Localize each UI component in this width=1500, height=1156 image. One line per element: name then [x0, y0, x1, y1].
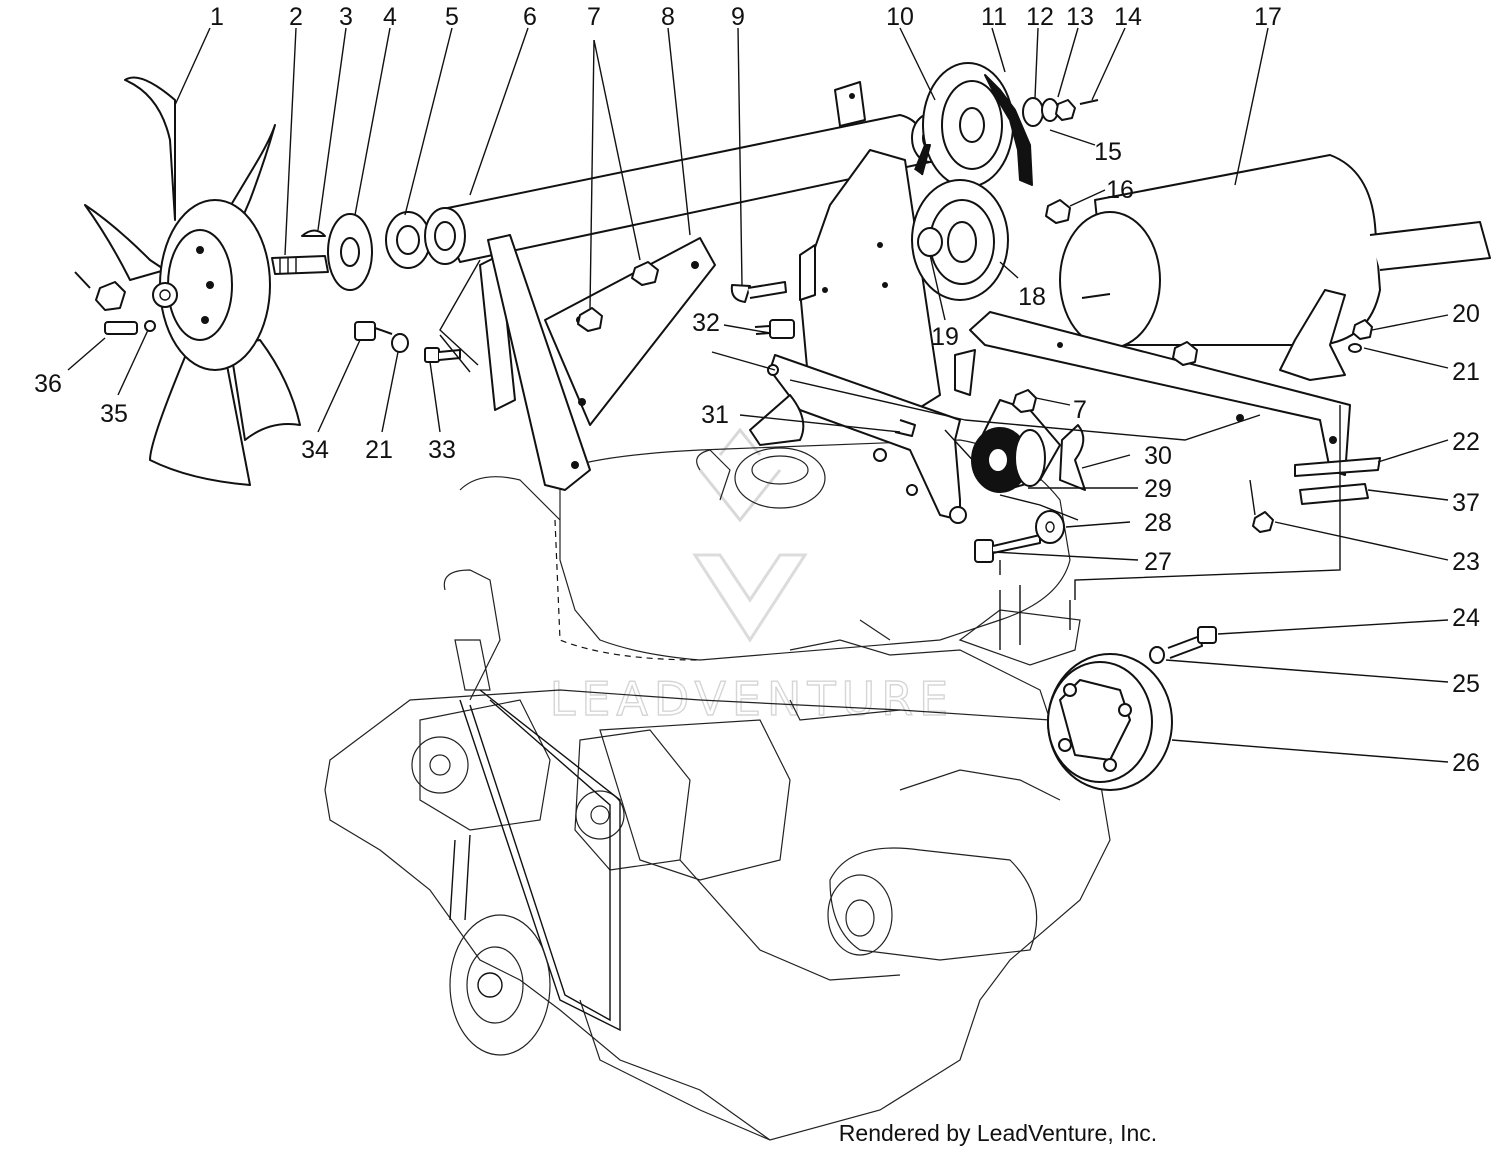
callout-21-right: 21: [1452, 358, 1480, 386]
leadventure-watermark: LEADVENTURE: [549, 427, 955, 727]
watermark-text: LEADVENTURE: [550, 672, 955, 726]
callout-labels: 1 2 3 4 5 6 7 8 9 10 11 12 13 14 17 15 1…: [34, 3, 1480, 777]
engine-assembly: [324, 439, 1111, 1141]
callout-37: 37: [1452, 489, 1480, 517]
callout-5: 5: [445, 3, 459, 31]
callout-6: 6: [523, 3, 537, 31]
callout-12: 12: [1026, 3, 1054, 31]
fan-hardware: [74, 271, 156, 335]
muffler-assembly: [954, 154, 1491, 533]
callout-22: 22: [1452, 428, 1480, 456]
callout-34: 34: [301, 436, 329, 464]
callout-7-top: 7: [587, 3, 601, 31]
callout-36: 36: [34, 370, 62, 398]
callout-24: 24: [1452, 604, 1480, 632]
callout-20: 20: [1452, 300, 1480, 328]
callout-13: 13: [1066, 3, 1094, 31]
callout-17: 17: [1254, 3, 1282, 31]
callout-18: 18: [1018, 283, 1046, 311]
callout-30: 30: [1144, 442, 1172, 470]
callout-1: 1: [210, 3, 224, 31]
central-support-frame: [749, 149, 967, 524]
bolts-and-washers: [354, 281, 795, 363]
callout-19: 19: [931, 323, 959, 351]
crankshaft-pulley: [1047, 626, 1217, 791]
callout-23: 23: [1452, 548, 1480, 576]
callout-35: 35: [100, 400, 128, 428]
pulley-assembly: [911, 62, 1099, 301]
callout-21-left: 21: [365, 436, 393, 464]
callout-9: 9: [731, 3, 745, 31]
callout-29: 29: [1144, 475, 1172, 503]
callout-7-right: 7: [1073, 396, 1087, 424]
callout-14: 14: [1114, 3, 1142, 31]
callout-16: 16: [1106, 176, 1134, 204]
callout-33: 33: [428, 436, 456, 464]
callout-2: 2: [289, 3, 303, 31]
callout-8: 8: [661, 3, 675, 31]
fan-shaft-assembly: [271, 211, 431, 291]
mounting-brackets: [479, 234, 716, 491]
callout-15: 15: [1094, 138, 1122, 166]
leader-lines: [67, 27, 1449, 763]
idler-pulley: [971, 389, 1086, 563]
callout-31: 31: [701, 401, 729, 429]
callout-25: 25: [1452, 670, 1480, 698]
callout-3: 3: [339, 3, 353, 31]
callout-11: 11: [981, 3, 1007, 31]
alignment-lines: [439, 259, 1341, 600]
callout-26: 26: [1452, 749, 1480, 777]
callout-32: 32: [692, 309, 720, 337]
callout-4: 4: [383, 3, 397, 31]
callout-10: 10: [886, 3, 914, 31]
cooling-fan: [84, 76, 301, 486]
callout-27: 27: [1144, 548, 1172, 576]
render-credit: Rendered by LeadVenture, Inc.: [839, 1120, 1157, 1146]
callout-28: 28: [1144, 509, 1172, 537]
